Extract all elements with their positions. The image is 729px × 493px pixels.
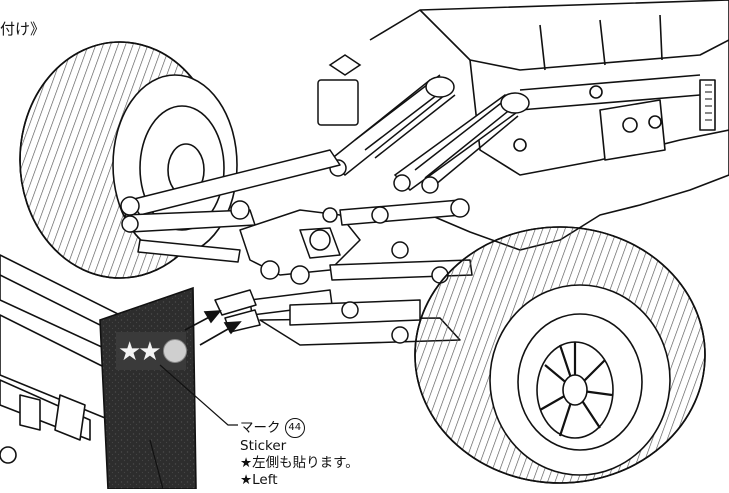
callout-note-en: ★Left bbox=[240, 472, 278, 488]
chassis-body bbox=[369, 0, 729, 251]
leader-lines bbox=[149, 364, 238, 490]
sticker-stars: ★★ bbox=[118, 337, 162, 367]
assembly-arrows bbox=[184, 310, 242, 346]
callout-label-en: Sticker bbox=[240, 438, 287, 454]
callout-note-jp: ★左側も貼ります。 bbox=[240, 455, 359, 471]
callout-mark-text: マーク bbox=[240, 420, 281, 436]
right-front-tire bbox=[414, 226, 706, 484]
wing-end-plate bbox=[99, 286, 197, 490]
suspension-arms bbox=[120, 149, 473, 346]
sticker-number-badge: 44 bbox=[284, 418, 305, 438]
sticker-emblem bbox=[163, 339, 187, 363]
section-heading: 付け》 bbox=[0, 20, 46, 38]
callout-label-jp: マーク 44 bbox=[240, 418, 305, 438]
left-front-tire bbox=[19, 41, 238, 279]
